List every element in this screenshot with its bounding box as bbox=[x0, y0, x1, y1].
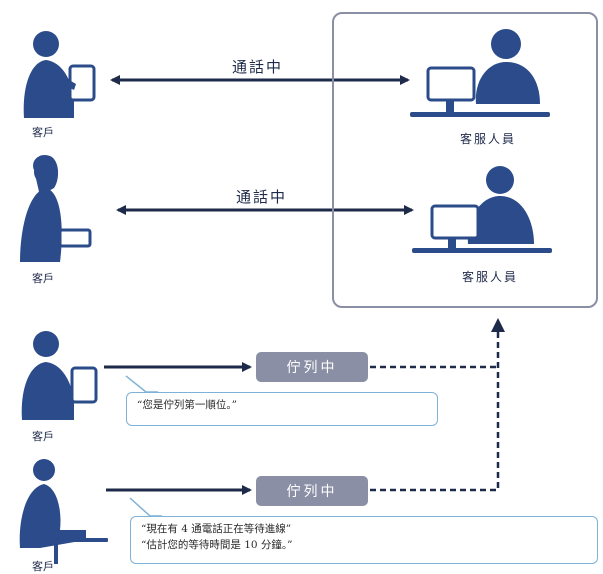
customer-label-4: 客戶 bbox=[32, 560, 54, 573]
agent-area-box bbox=[332, 12, 598, 308]
queue-message-bubble-2: “現在有 4 通電話正在等待進線” “估計您的等待時間是 10 分鐘。” bbox=[130, 516, 598, 564]
queue-message-bubble-1: “您是佇列第一順位。” bbox=[126, 392, 438, 426]
customer-figure-2 bbox=[20, 154, 92, 262]
queue-message-2-line-1: “現在有 4 通電話正在等待進線” bbox=[141, 523, 292, 535]
queue-message-1-line-1: “您是佇列第一順位。” bbox=[137, 399, 237, 411]
bubble-tail-1 bbox=[125, 375, 158, 393]
call-label-2: 通話中 bbox=[236, 188, 288, 206]
customer-figure-3 bbox=[21, 331, 98, 420]
routing-arrowhead bbox=[491, 318, 505, 332]
queue-pill-2: 佇列中 bbox=[256, 476, 368, 506]
customer-label-1: 客戶 bbox=[32, 126, 54, 139]
customer-label-3: 客戶 bbox=[32, 430, 54, 443]
bubble-tail-2 bbox=[129, 497, 162, 517]
customer-figure-4 bbox=[19, 459, 108, 564]
agent-label-1: 客服人員 bbox=[460, 132, 517, 146]
queue-pill-1: 佇列中 bbox=[256, 352, 368, 382]
agent-label-2: 客服人員 bbox=[462, 270, 519, 284]
agent-figure-1 bbox=[410, 29, 550, 117]
agent-figure-2 bbox=[412, 166, 552, 253]
call-label-1: 通話中 bbox=[232, 58, 284, 76]
routing-dashed-lines bbox=[370, 330, 500, 492]
queue-label-2: 佇列中 bbox=[286, 484, 338, 500]
queue-label-1: 佇列中 bbox=[286, 360, 338, 376]
customer-label-2: 客戶 bbox=[32, 272, 54, 285]
customer-figure-1 bbox=[23, 31, 96, 118]
queue-message-2-line-2: “估計您的等待時間是 10 分鐘。” bbox=[141, 539, 293, 551]
